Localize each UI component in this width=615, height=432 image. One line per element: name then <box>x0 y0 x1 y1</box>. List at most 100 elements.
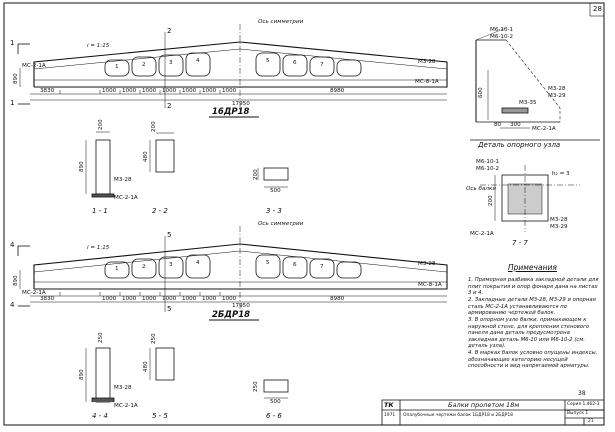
sec7-label-6: h₂ = 3 <box>552 171 570 177</box>
beam1-dim-5: 1000 <box>182 88 197 94</box>
beam2-panel-1: 1 <box>115 266 119 272</box>
tb-series: Серия 1.462-3 <box>567 402 600 407</box>
beam1-dim-1: 1000 <box>102 88 117 94</box>
detail-label-5: МС-2-1А <box>532 126 556 132</box>
sec7-label-2: М6-10-2 <box>476 166 500 172</box>
beam1-overall: 17950 <box>232 101 250 107</box>
detail-label-1: М6-10-1 <box>490 27 514 33</box>
beam2-top-rebar: М3-28 <box>418 261 436 267</box>
section-7-7 <box>480 165 580 232</box>
sec5-caption: 5 - 5 <box>152 412 168 420</box>
beam1-panel-4: 4 <box>196 58 200 64</box>
beam1-section-mark-top: 2 <box>167 27 172 35</box>
section-4-4 <box>85 347 115 403</box>
beam2-dim-6: 1000 <box>202 296 217 302</box>
section-1-1 <box>85 131 115 198</box>
sec1-label-1: М3-28 <box>114 177 132 183</box>
beam2-panel-5: 5 <box>266 260 270 266</box>
section-5-5 <box>149 347 175 381</box>
beam1-end-mark-bottom: 1 <box>10 99 15 107</box>
beam2-dim-5: 1000 <box>182 296 197 302</box>
beam2-end-mark-top: 4 <box>10 241 15 249</box>
detail-label-2: М6-10-2 <box>490 34 514 40</box>
beam1-panel-5: 5 <box>266 58 270 64</box>
beam1-panel-6: 6 <box>293 60 297 66</box>
detail-support-node <box>475 27 561 129</box>
sec7-label-3: М3-28 <box>550 217 568 223</box>
sec2-dim-2: 480 <box>143 151 149 162</box>
sec6-caption: 6 - 6 <box>266 412 282 420</box>
sec4-caption: 4 - 4 <box>92 412 108 420</box>
detail-label-3: М3-28 <box>548 86 566 92</box>
beam1-dim-2: 1000 <box>122 88 137 94</box>
tb-subtitle: Опалубочные чертежи балок 1БДР18 и 2БДР1… <box>403 413 513 418</box>
sheet-corner-number: 28 <box>593 5 602 13</box>
sec3-dim-1: 200 <box>253 169 259 180</box>
beam2-left-rebar: МС-2-1А <box>22 290 46 296</box>
sec4-dim-2: 890 <box>79 369 85 380</box>
beam2-dim-2: 1000 <box>122 296 137 302</box>
beam2-dim-0: 3830 <box>40 296 55 302</box>
beam2-section-mark-top: 5 <box>167 231 172 239</box>
tb-sheet: 21 <box>588 419 594 424</box>
beam1-section-mark-bottom: 2 <box>167 102 172 110</box>
beam2-height: 890 <box>13 275 19 286</box>
beam1-dim-6: 1000 <box>202 88 217 94</box>
beam1-height: 890 <box>13 73 19 84</box>
beam2-dim-8: 8980 <box>330 296 345 302</box>
section-6-6 <box>263 379 289 399</box>
beam1-panel-1: 1 <box>115 64 119 70</box>
tb-year: 1971 <box>384 413 396 418</box>
note-2: 2. Закладные детали М3-28, М3-29 и опорн… <box>468 297 596 317</box>
sec4-label-2: МС-2-1А <box>114 403 138 409</box>
beam1-slope: i = 1:15 <box>87 43 110 49</box>
sec7-label-4: М3-29 <box>550 224 568 230</box>
sec3-caption: 3 - 3 <box>266 207 282 215</box>
note-4: 4. В марках балок условно опущены индекс… <box>468 350 598 370</box>
beam1-panel-2: 2 <box>142 62 146 68</box>
beam1-right-rebar: МС-8-1А <box>415 79 439 85</box>
beam2-outline <box>17 226 448 314</box>
detail-dim-1: 80 <box>494 122 502 128</box>
sec3-dim-2: 500 <box>270 188 281 194</box>
page-number: 38 <box>578 390 586 397</box>
tb-series-label: ТК <box>384 401 394 409</box>
title-block-frame <box>381 399 605 426</box>
sec4-label-1: М3-28 <box>114 385 132 391</box>
sec4-dim-1: 250 <box>98 332 104 343</box>
beam2-mark: 2БДР18 <box>212 310 251 320</box>
sec7-label-5: МС-2-1А <box>470 231 494 237</box>
sec6-dim-1: 250 <box>253 381 259 392</box>
beam2-panel-4: 4 <box>196 260 200 266</box>
sec2-dim-1: 200 <box>151 121 157 132</box>
beam2-panel-6: 6 <box>293 262 297 268</box>
beam1-dim-7: 1000 <box>222 88 237 94</box>
section-2-2 <box>149 132 175 173</box>
beam1-dim-4: 1000 <box>162 88 177 94</box>
sec7-label-1: М6-10-1 <box>476 159 500 165</box>
note-3: 3. В опорном узле балки, примыкающем к н… <box>468 317 590 350</box>
sec5-dim-2: 480 <box>143 361 149 372</box>
sec7-axis-label: Ось балки <box>466 186 497 192</box>
detail-caption: Деталь опорного узла <box>478 141 561 149</box>
detail-dim-2: 300 <box>510 122 521 128</box>
tb-title: Балки пролетом 18м <box>448 401 520 409</box>
sec2-caption: 2 - 2 <box>152 207 168 215</box>
beam1-dim-3: 1000 <box>142 88 157 94</box>
sec7-caption: 7 - 7 <box>512 239 528 247</box>
beam2-dim-4: 1000 <box>162 296 177 302</box>
sec1-label-2: МС-2-1А <box>114 195 138 201</box>
beam1-left-rebar: МС-2-1А <box>22 63 46 69</box>
beam2-end-mark-bottom: 4 <box>10 301 15 309</box>
beam1-mark: 16ДР18 <box>212 107 250 117</box>
beam2-overall: 17950 <box>232 303 250 309</box>
beam2-panel-2: 2 <box>142 264 146 270</box>
beam1-top-rebar: М3-28 <box>418 59 436 65</box>
detail-label-6: М3-35 <box>519 100 537 106</box>
sec5-dim-1: 250 <box>151 333 157 344</box>
sec7-dim-1: 200 <box>488 195 494 206</box>
beam2-right-rebar: МС-8-1А <box>418 282 442 288</box>
sec6-dim-2: 500 <box>270 399 281 405</box>
sec1-dim-1: 200 <box>98 119 104 130</box>
